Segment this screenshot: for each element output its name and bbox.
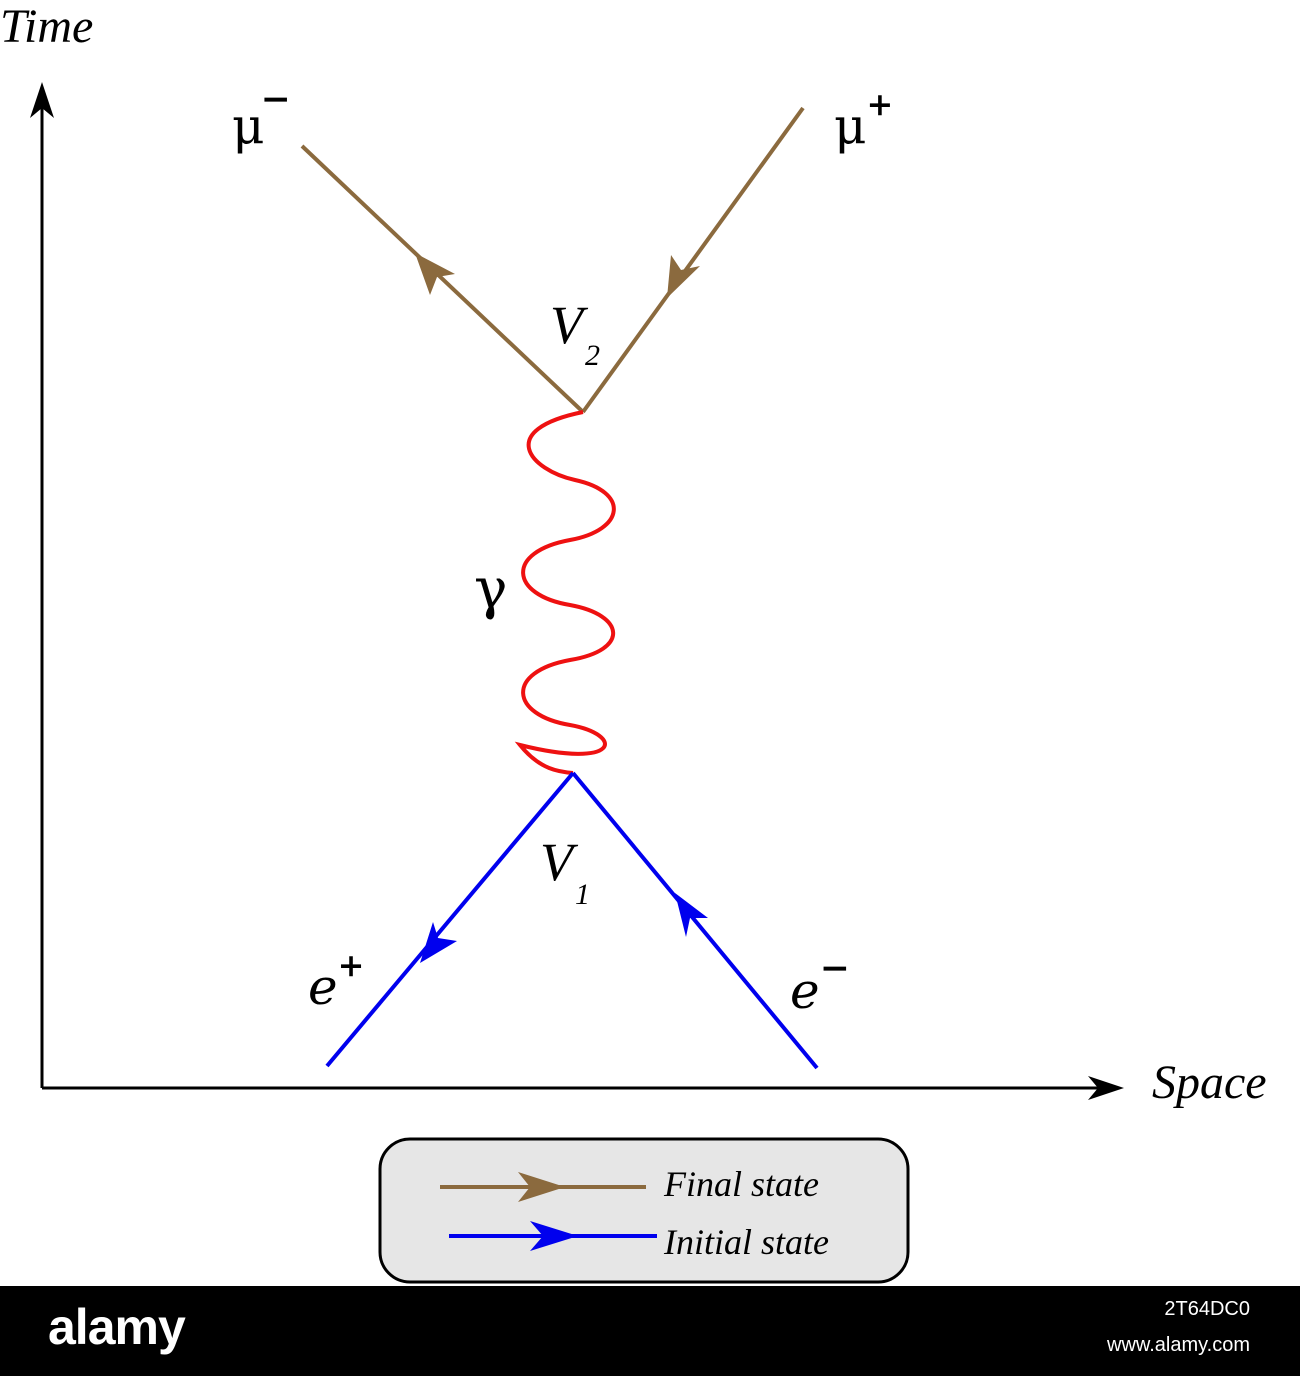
electron-arrow (675, 893, 708, 937)
muon-minus-arrow (415, 253, 455, 295)
legend: Final state Initial state (378, 1137, 910, 1284)
time-axis-arrowhead (30, 82, 54, 118)
legend-box (378, 1137, 910, 1284)
positron-label: e+ (308, 946, 364, 1016)
watermark-footer: alamy 2T64DC0 www.alamy.com (0, 1286, 1300, 1376)
feynman-diagram: Time Space μ− μ+ e+ e− γ V2 V1 Final sta… (0, 0, 1267, 1284)
footer-url: www.alamy.com (1107, 1334, 1250, 1356)
space-axis-label: Space (1152, 1056, 1267, 1109)
vertex-v2-label: V2 (550, 295, 600, 372)
muon-minus-line (300, 144, 585, 414)
legend-initial-label: Initial state (663, 1222, 829, 1262)
electron-line (571, 771, 819, 1070)
brand-logo: alamy (48, 1299, 186, 1355)
legend-final-label: Final state (663, 1164, 819, 1204)
vertex-v1-label: V1 (540, 832, 590, 911)
positron-line (325, 771, 575, 1068)
muon-minus-label: μ− (232, 78, 291, 155)
image-id: 2T64DC0 (1164, 1298, 1250, 1320)
positron-arrow (420, 922, 457, 963)
electron-label: e− (790, 947, 850, 1020)
photon-wave (514, 410, 616, 775)
muon-plus-label: μ+ (834, 85, 893, 155)
muon-plus-line (581, 106, 805, 414)
legend-final-arrow (518, 1172, 565, 1202)
muon-plus-arrow (667, 255, 700, 298)
space-axis-arrowhead (1088, 1076, 1124, 1100)
legend-initial-arrow (530, 1221, 578, 1251)
photon-label: γ (474, 557, 507, 622)
time-axis-label: Time (0, 0, 93, 53)
